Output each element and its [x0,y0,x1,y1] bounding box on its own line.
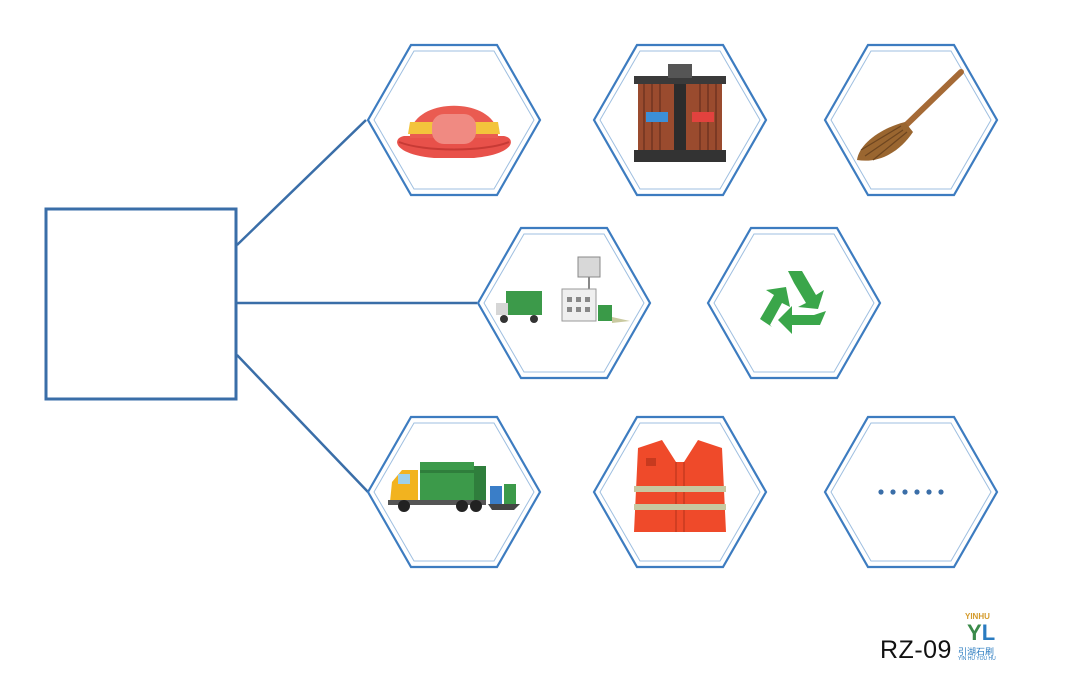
hex-node-broom [823,43,999,197]
garbage-truck-icon [388,462,520,512]
logo-top-text: YINHU [965,612,990,621]
connector-bottom [236,354,369,493]
reflective-vest-icon [634,440,726,532]
hex-node-ellipsis [823,415,999,569]
hex-node-garbage-truck [366,415,542,569]
logo-chinese-text: 引湖石刷 [958,648,995,658]
logo-letter-a: Y [967,620,982,645]
logo-letter-b: L [981,620,996,645]
hex-node-trash-bin [592,43,768,197]
broom-icon [857,69,964,161]
root-box [44,207,238,401]
recycle-icon [760,271,826,334]
hex-node-waste-treatment [476,226,652,380]
safety-helmet-icon [397,105,511,158]
brand-logo: YINHU YL 引湖石刷 YIN HU YOU HU [955,612,1015,664]
hex-node-helmet [366,43,542,197]
trash-bin-icon [634,64,726,162]
hex-node-vest [592,415,768,569]
ellipsis-icon [878,489,944,495]
connector-top [236,119,367,246]
logo-english-text: YIN HU YOU HU [958,656,996,662]
product-code: RZ-09 [880,636,952,664]
waste-treatment-plant-icon [496,256,630,323]
hex-node-recycle [706,226,882,380]
logo-letters: YL [967,620,995,646]
